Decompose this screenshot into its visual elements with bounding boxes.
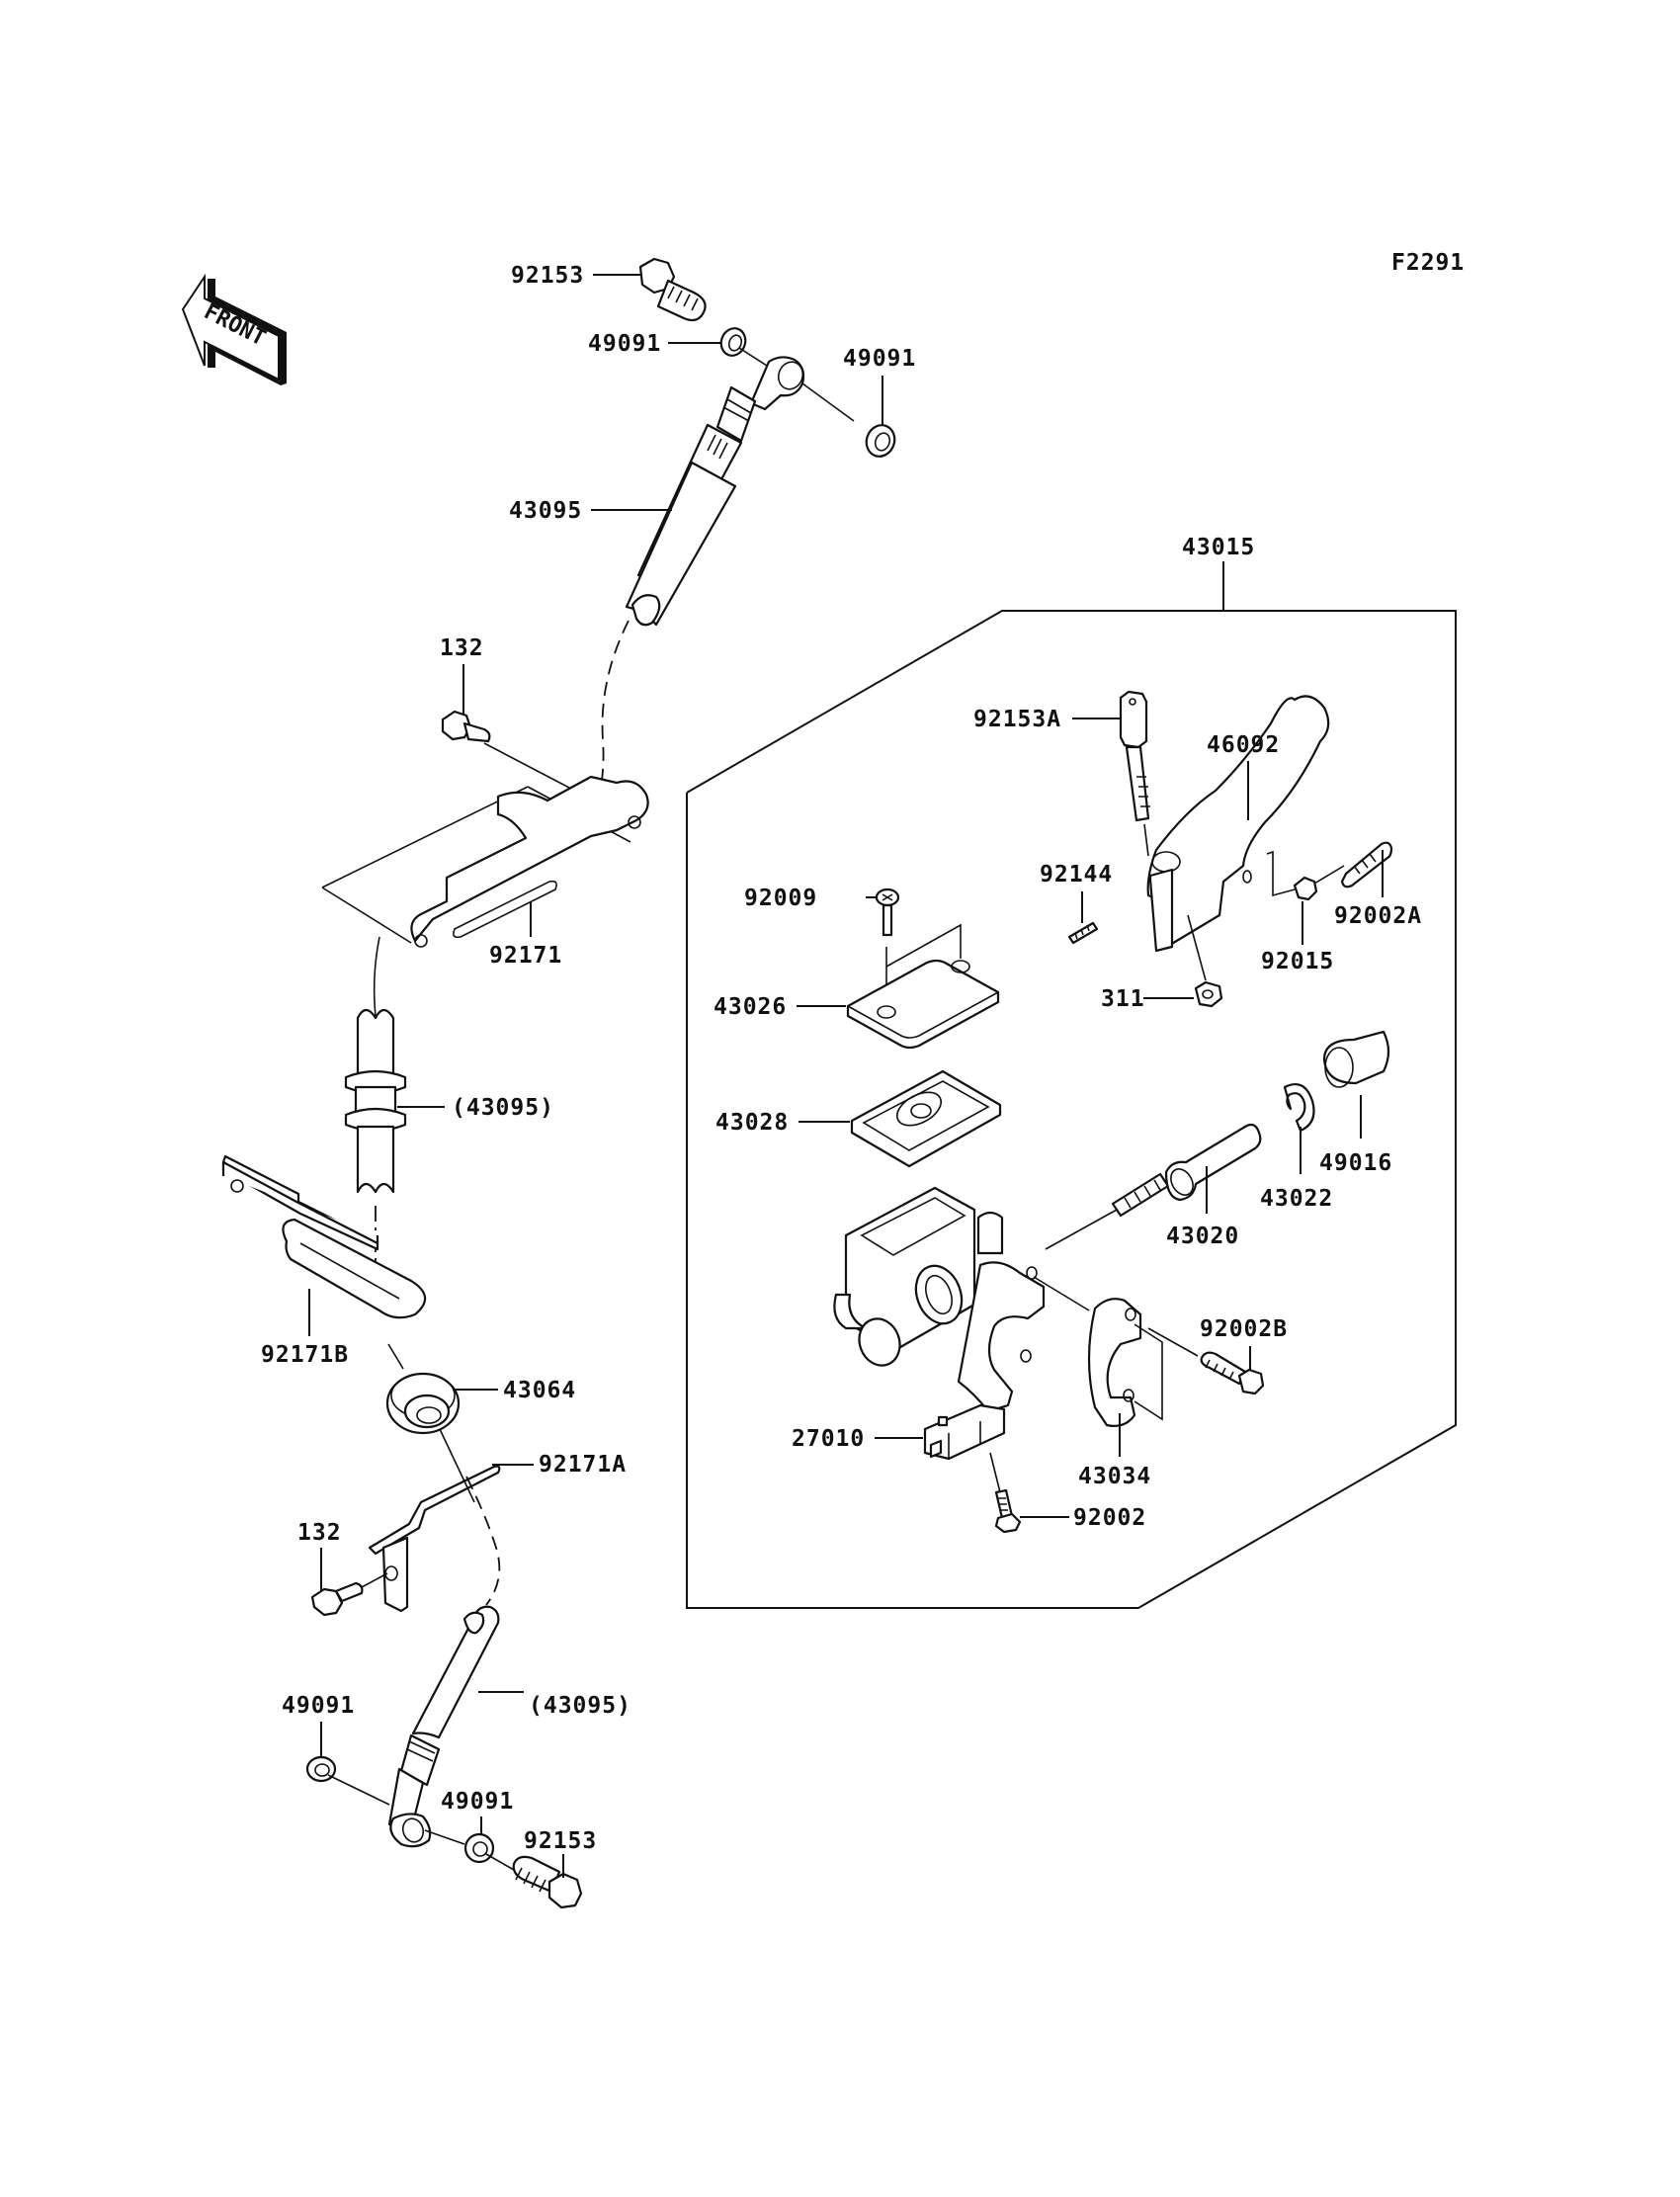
diaphragm: [850, 1069, 1002, 1168]
banjo-bolt-top: [638, 257, 707, 322]
hose-clamp-a: [368, 1465, 501, 1613]
callout-92171A: 92171A: [539, 1452, 627, 1478]
hose-clamp-upper: [321, 775, 649, 948]
callout-92153-top: 92153: [511, 263, 584, 289]
callout-92153A: 92153A: [973, 707, 1061, 732]
brake-light-switch: [923, 1403, 1006, 1461]
washer-bottom-mid: [463, 1832, 495, 1864]
brake-hose-mid: [344, 1008, 407, 1194]
brake-hose-upper: [625, 356, 805, 627]
callout-43026: 43026: [714, 994, 787, 1020]
clamp-holder: [1087, 1298, 1163, 1427]
callout-46092: 46092: [1207, 732, 1280, 758]
callout-92002B: 92002B: [1200, 1316, 1288, 1342]
switch-screw: [994, 1488, 1022, 1534]
pivot-bolt: [1340, 841, 1393, 888]
circlip: [1283, 1083, 1315, 1133]
clamp-bolt: [1200, 1351, 1265, 1395]
washer-top-left: [719, 327, 747, 357]
callout-43095-mid: (43095): [452, 1095, 554, 1121]
callout-43064: 43064: [503, 1378, 576, 1403]
hose-clamp-b: [221, 1154, 427, 1319]
callout-92009: 92009: [744, 886, 817, 911]
callout-49091-top-left: 49091: [588, 331, 661, 357]
callout-43015: 43015: [1182, 535, 1255, 560]
callout-92171B: 92171B: [261, 1342, 349, 1368]
bolt-132-top: [441, 710, 491, 743]
callout-43095-upper: 43095: [509, 498, 582, 524]
callout-132-bottom: 132: [297, 1520, 342, 1546]
piston-kit: [1111, 1123, 1262, 1218]
callout-92002A: 92002A: [1334, 903, 1422, 929]
callout-92002: 92002: [1073, 1505, 1146, 1531]
callout-43022: 43022: [1260, 1186, 1333, 1212]
adjuster-nut: [1194, 980, 1223, 1008]
dust-boot: [1322, 1030, 1390, 1088]
spring: [1067, 921, 1099, 945]
adjuster-bolt: [1119, 690, 1150, 822]
callout-43020: 43020: [1166, 1224, 1239, 1249]
banjo-bolt-bottom: [512, 1855, 583, 1909]
callout-49016: 49016: [1319, 1150, 1392, 1176]
washer-bottom-left: [305, 1755, 337, 1783]
brake-hose-lower: [387, 1605, 500, 1848]
grommet: [385, 1372, 461, 1435]
master-cylinder-body: [833, 1186, 1046, 1413]
callout-43028: 43028: [715, 1110, 789, 1136]
callout-49091-bottom-left: 49091: [282, 1693, 355, 1719]
callout-132-top: 132: [440, 635, 484, 661]
callout-27010: 27010: [792, 1426, 865, 1452]
callout-92171: 92171: [489, 943, 562, 969]
brake-lever: [1146, 695, 1330, 953]
callout-43034: 43034: [1078, 1464, 1151, 1489]
callout-92015: 92015: [1261, 949, 1334, 974]
callout-92153-bottom: 92153: [524, 1828, 597, 1854]
screw-cap: [875, 887, 900, 937]
callout-49091-top-right: 49091: [843, 346, 916, 372]
callout-43095-lower: (43095): [529, 1693, 631, 1719]
callout-49091-bottom-mid: 49091: [441, 1789, 514, 1815]
bolt-132-bottom: [310, 1581, 364, 1617]
callout-311: 311: [1101, 986, 1145, 1012]
callout-92144: 92144: [1040, 862, 1113, 887]
washer-top-right: [865, 424, 896, 458]
assembly-43015-boundary: [686, 610, 1457, 1609]
reservoir-cap: [846, 923, 1000, 1050]
front-arrow-icon: FRONT: [181, 273, 287, 385]
pivot-nut: [1293, 876, 1318, 901]
figure-code-label: F2291: [1391, 250, 1465, 276]
